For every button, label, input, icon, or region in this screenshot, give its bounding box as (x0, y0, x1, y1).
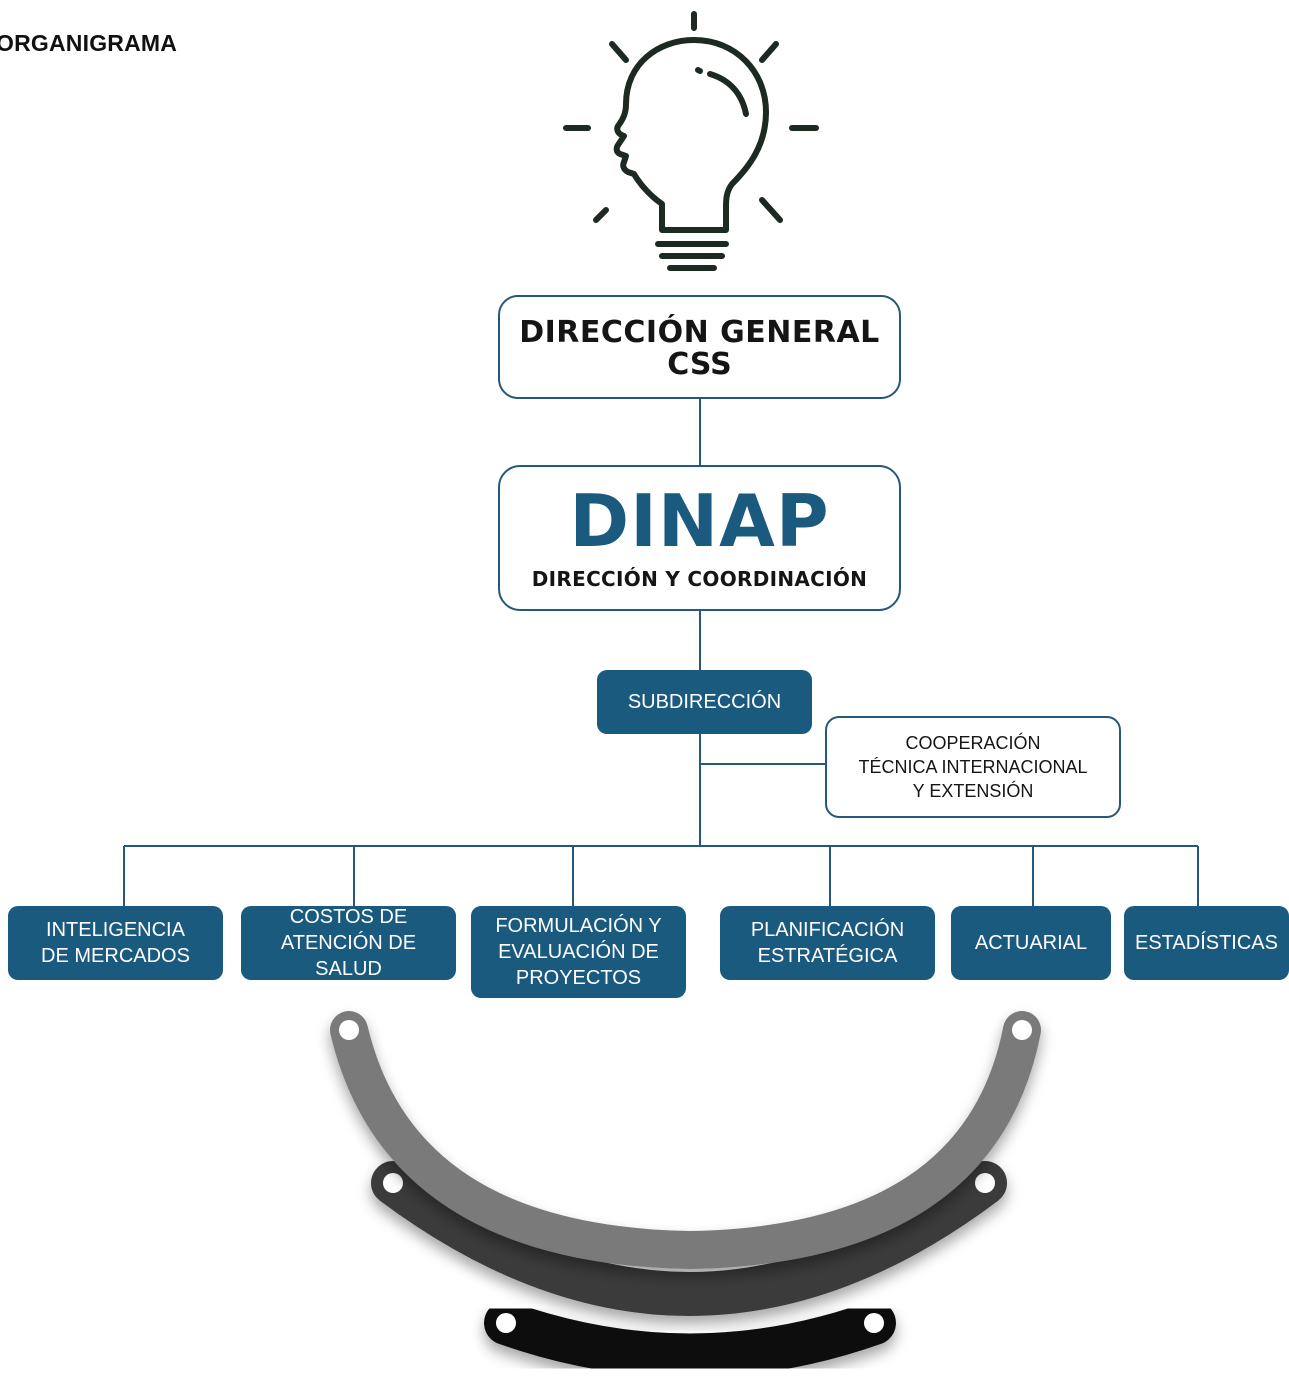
unit-estadisticas: ESTADÍSTICAS (1124, 906, 1289, 980)
unit-label: INTELIGENCIA DE MERCADOS (41, 919, 190, 967)
lightbulb-head-icon (563, 11, 819, 271)
org-connectors (123, 399, 1199, 906)
unit-label: PLANIFICACIÓN ESTRATÉGICA (750, 919, 905, 967)
unit-label: ACTUARIAL (974, 932, 1088, 954)
unit-costos-atencion: COSTOS DE ATENCIÓN DE SALUD (241, 906, 456, 980)
unit-actuarial: ACTUARIAL (951, 906, 1111, 980)
unit-formulacion-proyectos: FORMULACIÓN Y EVALUACIÓN DE PROYECTOS (471, 906, 686, 998)
unit-label: FORMULACIÓN Y EVALUACIÓN DE PROYECTOS (495, 915, 662, 989)
decorative-arcs (330, 1011, 1041, 1378)
unit-label: COSTOS DE ATENCIÓN DE SALUD (280, 906, 417, 980)
cooperacion-label: COOPERACIÓN TÉCNICA INTERNACIONAL Y EXTE… (858, 732, 1088, 802)
dinap-box: DINAP DIRECCIÓN Y COORDINACIÓN (498, 465, 901, 611)
direccion-general-title: DIRECCIÓN GENERAL (519, 314, 880, 350)
direccion-general-box: DIRECCIÓN GENERAL CSS (498, 295, 901, 399)
direccion-general-subtitle: CSS (667, 346, 732, 382)
arc-middle (371, 1161, 1007, 1316)
cooperacion-box: COOPERACIÓN TÉCNICA INTERNACIONAL Y EXTE… (825, 716, 1121, 818)
page-title: ORGANIGRAMA (0, 30, 178, 56)
subdireccion-label: SUBDIRECCIÓN (627, 691, 782, 713)
unit-planificacion: PLANIFICACIÓN ESTRATÉGICA (720, 906, 935, 980)
unit-label: ESTADÍSTICAS (1135, 932, 1278, 954)
dinap-acronym: DINAP (569, 479, 830, 563)
unit-inteligencia-mercados: INTELIGENCIA DE MERCADOS (8, 906, 223, 980)
arc-top (330, 1011, 1041, 1270)
dinap-subtitle: DIRECCIÓN Y COORDINACIÓN (531, 567, 868, 591)
arc-bottom (484, 1301, 896, 1378)
subdireccion-box: SUBDIRECCIÓN (597, 670, 812, 734)
